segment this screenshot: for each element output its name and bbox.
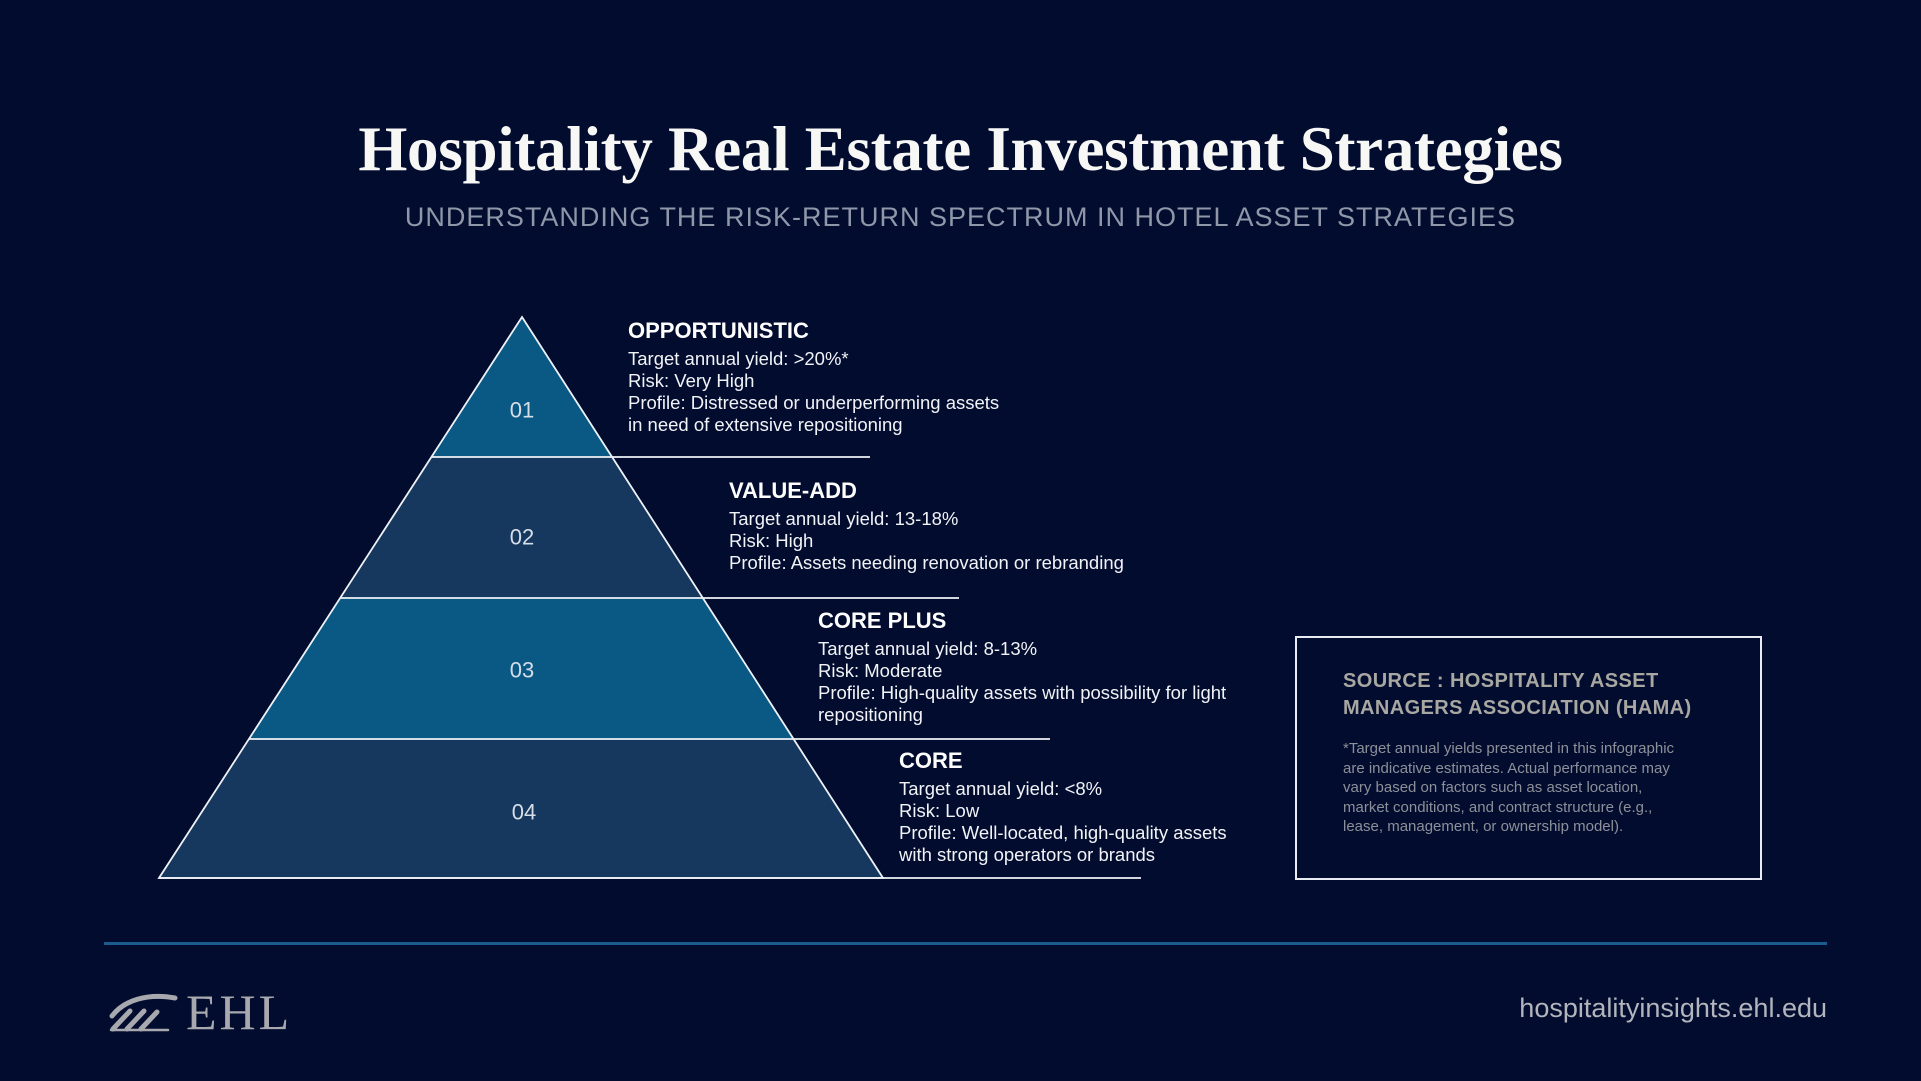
tier-01-profile-line: in need of extensive repositioning: [628, 414, 903, 435]
tier-01-number: 01: [510, 398, 534, 423]
tier-01-profile-line: Profile: Distressed or underperforming a…: [628, 392, 1000, 413]
tier-04-risk: Risk: Low: [899, 800, 980, 821]
tier-04-profile-line: with strong operators or brands: [899, 844, 1156, 865]
page-subtitle: UNDERSTANDING THE RISK-RETURN SPECTRUM I…: [404, 202, 1517, 232]
footnote-line: are indicative estimates. Actual perform…: [1343, 759, 1670, 777]
source-heading-line: SOURCE : HOSPITALITY ASSET: [1343, 670, 1659, 692]
page-title: Hospitality Real Estate Investment Strat…: [358, 114, 1563, 184]
tier-02-yield: Target annual yield: 13-18%: [729, 508, 959, 529]
footnote-line: market conditions, and contract structur…: [1343, 798, 1653, 816]
tier-01-yield: Target annual yield: >20%*: [628, 348, 849, 369]
tier-03-yield: Target annual yield: 8-13%: [818, 638, 1038, 659]
tier-04-profile-line: Profile: Well-located, high-quality asse…: [899, 822, 1227, 843]
tier-04-name: CORE: [899, 748, 963, 773]
tier-04-number: 04: [512, 800, 536, 825]
footnote-line: *Target annual yields presented in this …: [1343, 740, 1675, 757]
tier-02-risk: Risk: High: [729, 530, 814, 551]
tier-01-description: OPPORTUNISTIC Target annual yield: >20%*…: [628, 319, 999, 436]
tier-01-risk: Risk: Very High: [628, 370, 755, 391]
tier-04-segment: [159, 739, 883, 878]
footer-divider: [104, 942, 1827, 945]
tier-03-profile-line: repositioning: [818, 704, 923, 725]
source-heading-line: MANAGERS ASSOCIATION (HAMA): [1343, 697, 1692, 719]
tier-02-profile-line: Profile: Assets needing renovation or re…: [729, 552, 1124, 573]
tier-02-description: VALUE-ADD Target annual yield: 13-18% Ri…: [729, 479, 1124, 574]
tier-01-name: OPPORTUNISTIC: [628, 318, 809, 343]
tier-03-name: CORE PLUS: [818, 608, 947, 633]
tier-03-number: 03: [510, 658, 534, 683]
tier-03-description: CORE PLUS Target annual yield: 8-13% Ris…: [818, 609, 1226, 726]
tier-01-segment: [431, 317, 613, 457]
ehl-wing-logo-icon: [109, 993, 178, 1032]
footnote-line: lease, management, or ownership model).: [1343, 818, 1624, 836]
tier-03-risk: Risk: Moderate: [818, 660, 943, 681]
tier-04-description: CORE Target annual yield: <8% Risk: Low …: [899, 749, 1227, 866]
tier-04-yield: Target annual yield: <8%: [899, 778, 1103, 799]
tier-02-number: 02: [510, 525, 534, 550]
ehl-logo-text: EHL: [186, 984, 293, 1040]
tier-03-segment: [248, 598, 794, 739]
tier-02-name: VALUE-ADD: [729, 478, 857, 503]
website-url: hospitalityinsights.ehl.edu: [1519, 993, 1827, 1023]
tier-02-segment: [339, 457, 703, 598]
footnote-line: vary based on factors such as asset loca…: [1343, 779, 1643, 797]
tier-03-profile-line: Profile: High-quality assets with possib…: [818, 682, 1227, 703]
source-footnote: *Target annual yields presented in this …: [1343, 739, 1760, 837]
source-box: SOURCE : HOSPITALITY ASSET MANAGERS ASSO…: [1295, 636, 1762, 880]
